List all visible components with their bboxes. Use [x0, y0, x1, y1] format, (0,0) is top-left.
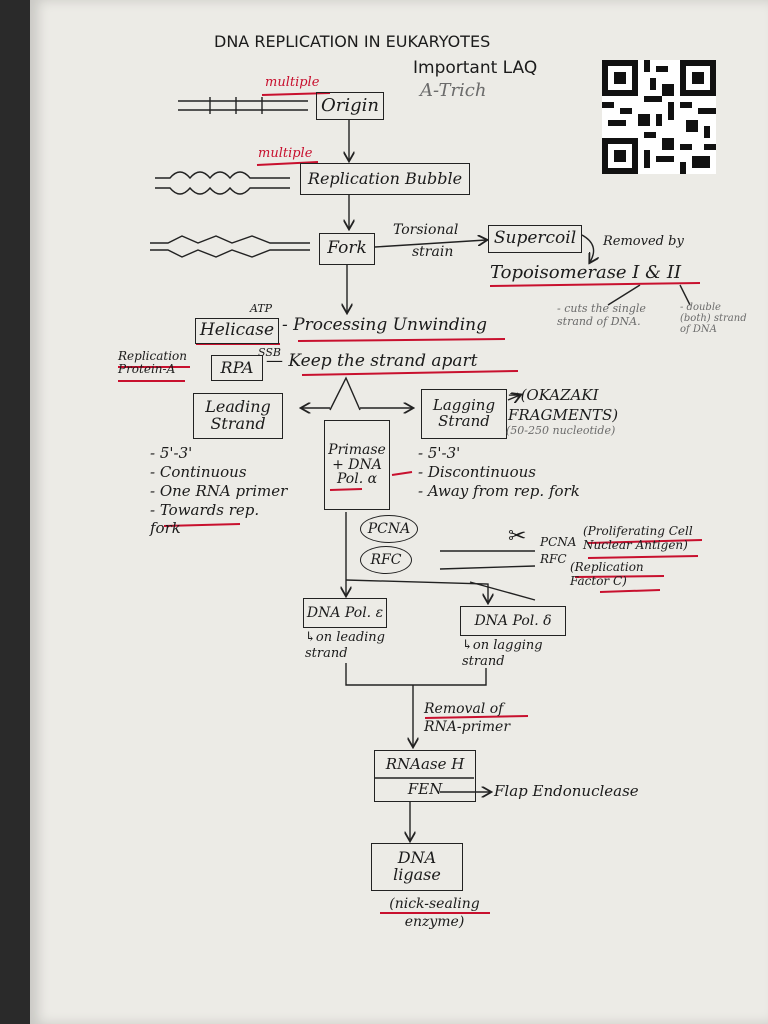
rfc-full-name: (Replication Factor C) [570, 560, 644, 589]
okazaki-size-note: (50-250 nucleotide) [506, 424, 616, 437]
replication-bubble-box: Replication Bubble [300, 163, 470, 195]
fork-box: Fork [319, 233, 375, 265]
dna-ligase-box: DNA ligase [371, 843, 463, 891]
strain-label: strain [412, 244, 454, 260]
pcna-arrow-label: PCNA [540, 535, 577, 549]
rfc-oval: RFC [360, 546, 412, 574]
qr-code [602, 60, 716, 174]
pcna-oval: PCNA [360, 515, 418, 543]
torsional-label: Torsional [393, 222, 459, 238]
atp-label: ATP [250, 302, 273, 315]
lagging-strand-box: Lagging Strand [421, 389, 507, 439]
rpa-box: RPA [211, 355, 263, 381]
ligase-note: (nick-sealing enzyme) [389, 896, 480, 931]
topo-note-double: - double (both) strand of DNA [680, 302, 747, 335]
removal-label: Removal of RNA-primer [424, 701, 511, 736]
helicase-box: Helicase [195, 318, 279, 344]
lagging-point: - 5'-3' [418, 444, 461, 462]
leading-point: - Continuous [150, 463, 247, 481]
leading-point: - One RNA primer [150, 482, 288, 500]
dna-pol-delta-box: DNA Pol. δ [460, 606, 566, 636]
lagging-strand-points: - 5'-3' - Discontinuous - Away from rep.… [418, 444, 580, 501]
rpa-full-name: Replication Protein-A [118, 349, 187, 377]
bubble-multiple-note: multiple [258, 146, 313, 161]
rpa-description: — Keep the strand apart [266, 351, 478, 371]
leading-point: - Towards rep. fork [150, 501, 260, 537]
pol-delta-note: ↳on lagging strand [462, 638, 543, 669]
page-title: DNA REPLICATION IN EUKARYOTES [214, 32, 491, 51]
ssb-label: SSB [258, 346, 281, 359]
rfc-arrow-label: RFC [540, 552, 567, 566]
leading-point: - 5'-3' [150, 444, 193, 462]
topo-note-single: - cuts the single strand of DNA. [557, 302, 646, 328]
clamp-icon: ✂ [508, 524, 527, 549]
origin-multiple-note: multiple [265, 75, 320, 90]
leading-strand-points: - 5'-3' - Continuous - One RNA primer - … [150, 444, 287, 537]
rnase-fen-box: RNAase H FEN [374, 750, 476, 802]
primase-pol-alpha-box: Primase + DNA Pol. α [324, 420, 390, 510]
helicase-description: - Processing Unwinding [282, 315, 488, 335]
fen-full-name: Flap Endonuclease [494, 782, 639, 800]
topoisomerase-label: Topoisomerase I & II [490, 262, 682, 283]
author-signature: A-Trich [420, 80, 487, 101]
removed-by-label: Removed by [603, 234, 684, 249]
pcna-full-name: (Proliferating Cell Nuclear Antigen) [583, 524, 693, 553]
supercoil-box: Supercoil [488, 225, 582, 253]
lagging-point: - Discontinuous [418, 463, 536, 481]
lagging-point: - Away from rep. fork [418, 482, 580, 500]
page-subtitle: Important LAQ [413, 58, 538, 78]
okazaki-label: →(OKAZAKI FRAGMENTS) [508, 386, 619, 424]
leading-strand-box: Leading Strand [193, 393, 283, 439]
pol-epsilon-note: ↳on leading strand [305, 630, 385, 661]
fen-label: FEN [407, 780, 443, 798]
origin-box: Origin [316, 92, 384, 120]
rnase-label: RNAase H [385, 755, 465, 773]
dna-pol-epsilon-box: DNA Pol. ε [303, 598, 387, 628]
